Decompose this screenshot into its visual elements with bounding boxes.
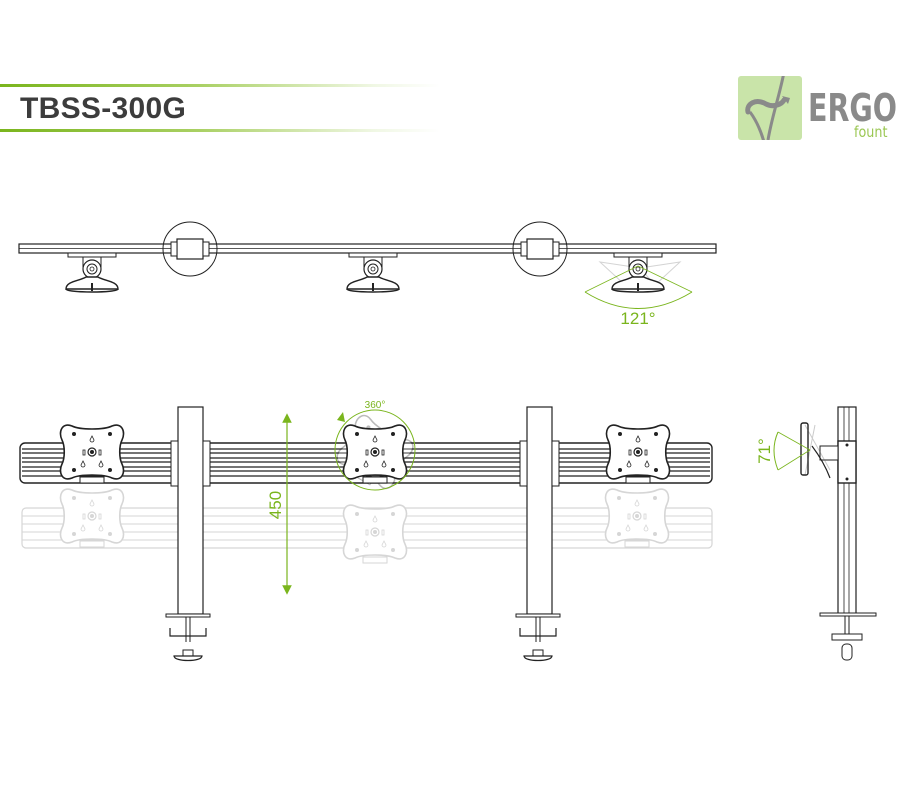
front-view: 360° 450 bbox=[19, 400, 713, 662]
top-mount-center bbox=[346, 252, 400, 293]
ghost-lowered-bar bbox=[21, 488, 713, 564]
pole-circle-left bbox=[162, 221, 218, 277]
top-mount-right bbox=[611, 252, 665, 293]
side-pole bbox=[837, 406, 857, 616]
brand-logo: ERGO fount bbox=[738, 71, 898, 151]
vesa-plate-right bbox=[605, 424, 671, 484]
tilt-angle-label: 71° bbox=[755, 438, 774, 464]
logo-wordmark: ERGO bbox=[808, 86, 898, 130]
top-view: 121° bbox=[18, 221, 717, 328]
side-view: 71° bbox=[755, 406, 877, 661]
model-title: TBSS-300G bbox=[20, 92, 187, 125]
top-mount-left bbox=[65, 252, 119, 293]
pole-right bbox=[515, 406, 561, 662]
rotation-angle-label: 360° bbox=[365, 400, 386, 411]
vesa-plate-left bbox=[59, 424, 125, 484]
pole-circle-right bbox=[512, 221, 568, 277]
logo-mark bbox=[738, 71, 802, 151]
desk-clamp-left bbox=[165, 613, 211, 662]
height-dimension-label: 450 bbox=[266, 491, 285, 519]
rotation-circle bbox=[334, 409, 416, 491]
logo-subtext: fount bbox=[854, 123, 888, 141]
vesa-plate-center bbox=[342, 424, 408, 484]
header-rule-top bbox=[0, 84, 440, 87]
rotation-arrow-icon bbox=[337, 412, 345, 422]
header-rule-bottom bbox=[0, 129, 440, 132]
pole-left bbox=[165, 406, 211, 662]
desk-clamp-right bbox=[515, 613, 561, 662]
swivel-angle-label: 121° bbox=[620, 309, 655, 328]
tilt-arc bbox=[773, 431, 779, 471]
swivel-arc bbox=[584, 291, 693, 309]
